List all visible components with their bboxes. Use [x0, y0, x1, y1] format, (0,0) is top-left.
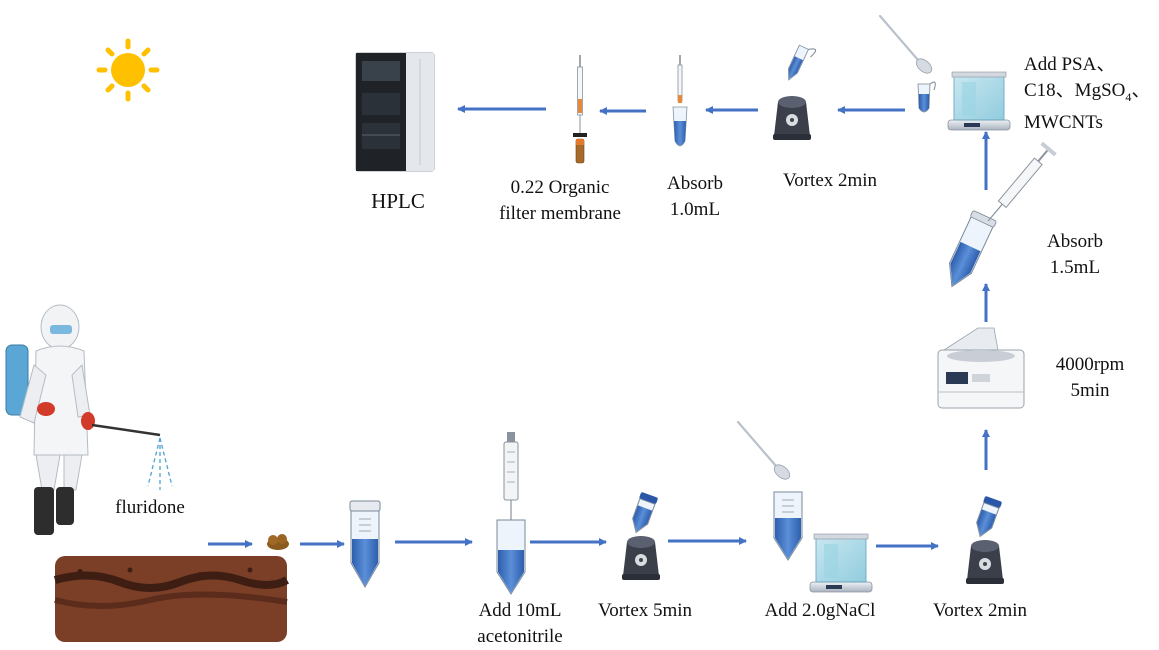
absorb-1-0-line1: Absorb: [667, 173, 723, 194]
vortex-mixer-2min-icon: [966, 495, 1004, 584]
add-acetonitrile-line1: Add 10mL: [478, 600, 562, 621]
balance-nacl-icon: [809, 533, 873, 593]
absorb-1-5-label: Absorb 1.5mL: [1025, 229, 1125, 281]
syringe-tube-icon: [949, 141, 1057, 288]
arrows-bottom: [208, 537, 939, 550]
add-acetonitrile-label: Add 10mL acetonitrile: [455, 598, 585, 650]
fluridone-label: fluridone: [115, 497, 185, 518]
add-sorbents-subscript: 4: [1125, 89, 1132, 104]
vortex-mixer-top-icon: [773, 44, 817, 140]
pipette-tube-icon: [672, 55, 688, 147]
soil-sample-icon: [267, 534, 289, 550]
tube-nacl-icon: [773, 491, 803, 561]
absorb-1-5-line1: Absorb: [1047, 231, 1103, 252]
filter-line2: filter membrane: [499, 203, 621, 224]
soil-block-icon: [53, 556, 290, 642]
vortex-mixer-5min-icon: [622, 491, 660, 580]
sprayer-person-icon: [5, 304, 161, 535]
add-sorbents-c18: C18、MgSO: [1024, 80, 1126, 101]
hplc-label: HPLC: [371, 189, 425, 213]
sun-icon: [96, 38, 160, 102]
add-nacl-label: Add 2.0gNaCl: [764, 600, 876, 621]
absorb-1-0-line2: 1.0mL: [669, 199, 721, 220]
spray-mist-icon: [147, 437, 173, 490]
vortex-2min-top-label: Vortex 2min: [782, 170, 878, 191]
centrifuge-time: 5min: [1070, 380, 1110, 401]
balance-top-icon: [947, 71, 1011, 131]
spoon-icon: [878, 14, 936, 78]
centrifuge-icon: [937, 327, 1025, 409]
arrows-top: [457, 105, 905, 115]
add-sorbents-sep: 、: [1131, 80, 1151, 101]
hplc-instrument-icon: [355, 52, 435, 172]
add-acetonitrile-line2: acetonitrile: [477, 626, 563, 647]
centrifuge-speed: 4000rpm: [1055, 354, 1125, 375]
pipette-acetonitrile-icon: [503, 432, 519, 528]
spoon-nacl-icon: [736, 420, 794, 484]
syringe-filter-icon: [573, 55, 587, 164]
add-sorbents-line1: Add PSA、: [1024, 54, 1116, 75]
filter-label: 0.22 Organic filter membrane: [480, 175, 640, 227]
small-tube-icon: [917, 81, 936, 113]
add-sorbents-line2: C18、MgSO4、: [1024, 78, 1150, 110]
absorb-1-5-line2: 1.5mL: [1049, 257, 1101, 278]
add-sorbents-label: Add PSA、 C18、MgSO4、 MWCNTs: [1024, 52, 1150, 136]
centrifuge-tube-icon: [349, 500, 381, 588]
absorb-1-0-label: Absorb 1.0mL: [645, 171, 745, 223]
centrifuge-label: 4000rpm 5min: [1035, 352, 1145, 404]
add-sorbents-line3: MWCNTs: [1024, 111, 1103, 133]
vortex-2min-bottom-label: Vortex 2min: [932, 600, 1028, 621]
filter-line1: 0.22 Organic: [510, 177, 610, 198]
vortex-5min-label: Vortex 5min: [597, 600, 693, 621]
tube-acetonitrile-icon: [496, 519, 526, 595]
